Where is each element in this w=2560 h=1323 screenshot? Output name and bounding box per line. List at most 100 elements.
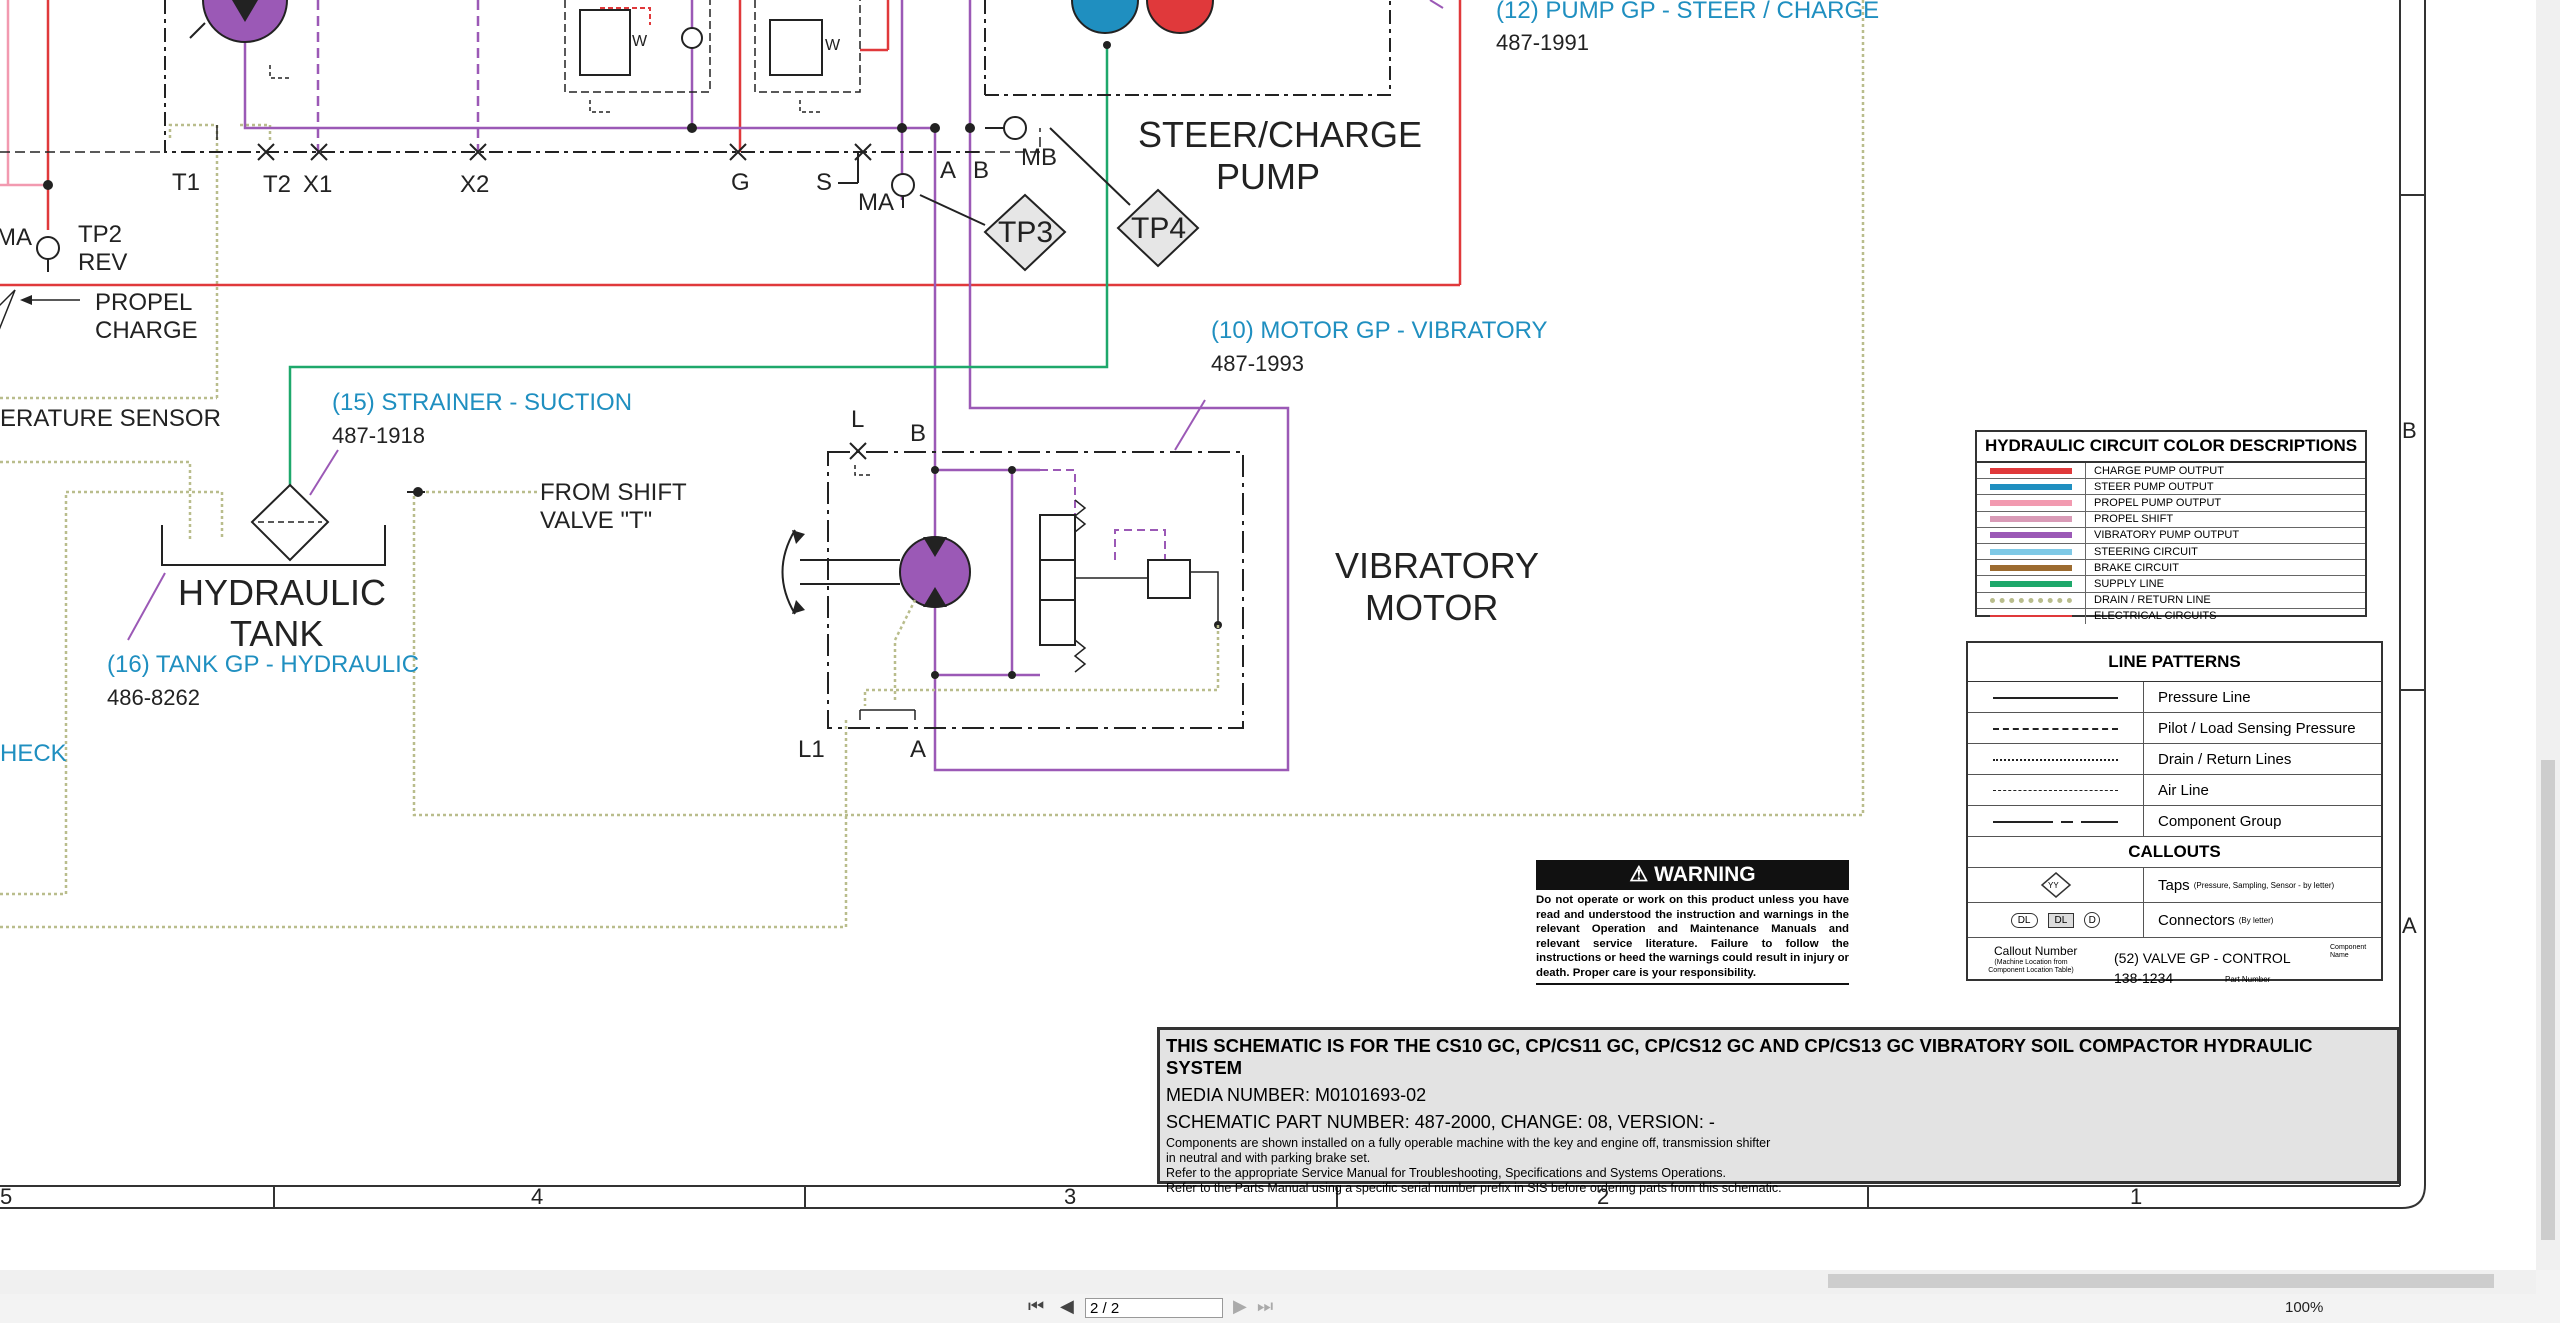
color-legend-label: DRAIN / RETURN LINE	[2094, 594, 2211, 607]
connectors-note: (By letter)	[2238, 915, 2274, 925]
first-page-button[interactable]: ⏮	[1028, 1296, 1045, 1316]
port-x1: X1	[303, 171, 333, 198]
color-legend-label: CHARGE PUMP OUTPUT	[2094, 464, 2224, 477]
color-swatch	[1990, 548, 2072, 555]
color-legend-label: VIBRATORY PUMP OUTPUT	[2094, 529, 2240, 542]
label-rev: REV	[78, 249, 128, 276]
part-number-strainer: 487-1918	[332, 423, 425, 448]
line-pattern-sample	[1993, 728, 2118, 730]
callout-number-label: Callout Number	[1994, 944, 2078, 958]
port-s: S	[816, 169, 833, 196]
pattern-legend-title: LINE PATTERNS	[1968, 643, 2381, 682]
port-x2: X2	[460, 171, 490, 198]
color-swatch	[1990, 516, 2072, 523]
callout-heck: HECK	[0, 740, 67, 767]
color-swatch	[1990, 467, 2072, 474]
color-legend-label: ELECTRICAL CIRCUITS	[2094, 610, 2217, 623]
part-number-pump: 487-1991	[1496, 30, 1589, 55]
callout-example-text: (52) VALVE GP - CONTROL	[2114, 950, 2291, 966]
port-b-motor: B	[910, 420, 927, 447]
zone-5: 5	[0, 1184, 13, 1209]
port-t2: T2	[263, 171, 292, 198]
note-line-3: Refer to the appropriate Service Manual …	[1166, 1166, 1727, 1180]
color-swatch	[1990, 580, 2072, 587]
page-number-input[interactable]: 2 / 2	[1085, 1298, 1223, 1318]
color-legend-row: BRAKE CIRCUIT	[1977, 560, 2365, 577]
warning-box: ⚠ WARNING Do not operate or work on this…	[1536, 860, 1849, 985]
part-example-text: 138-1234	[2114, 970, 2174, 986]
note-line-2: in neutral and with parking brake set.	[1166, 1151, 1371, 1165]
color-legend-title: HYDRAULIC CIRCUIT COLOR DESCRIPTIONS	[1977, 432, 2365, 463]
prev-page-button[interactable]: ◀	[1060, 1296, 1074, 1316]
part-number-tank: 486-8262	[107, 685, 200, 710]
tap-tp3: TP3	[998, 216, 1054, 249]
zone-1: 1	[2130, 1184, 2143, 1209]
color-legend-row: SUPPLY LINE	[1977, 576, 2365, 593]
next-page-button[interactable]: ▶	[1233, 1296, 1247, 1316]
pattern-legend-row: Component Group	[1968, 806, 2381, 837]
vertical-scrollbar[interactable]	[2536, 0, 2560, 1294]
pattern-legend-label: Pressure Line	[2158, 688, 2251, 706]
taps-row: YY Taps (Pressure, Sampling, Sensor - by…	[1968, 868, 2381, 903]
color-legend: HYDRAULIC CIRCUIT COLOR DESCRIPTIONS CHA…	[1975, 430, 2367, 624]
port-g: G	[731, 169, 750, 196]
callout-example: Callout Number (Machine Location from Co…	[1968, 938, 2381, 998]
connectors-label: Connectors	[2158, 911, 2235, 929]
warning-icon: ⚠	[1629, 863, 1649, 886]
schematic-part-number: SCHEMATIC PART NUMBER: 487-2000, CHANGE:…	[1166, 1112, 1715, 1132]
color-swatch	[1990, 597, 2072, 603]
pattern-legend-row: Pilot / Load Sensing Pressure	[1968, 713, 2381, 744]
port-t1: T1	[172, 169, 201, 196]
color-legend-row: STEERING CIRCUIT	[1977, 543, 2365, 561]
connector-d-circle: D	[2084, 912, 2101, 928]
color-legend-row: PROPEL PUMP OUTPUT	[1977, 495, 2365, 512]
label-w2: W	[825, 37, 841, 54]
color-legend-row: ELECTRICAL CIRCUITS	[1977, 608, 2365, 624]
color-swatch	[1990, 564, 2072, 571]
pattern-legend-label: Drain / Return Lines	[2158, 750, 2292, 768]
vertical-scroll-thumb[interactable]	[2541, 760, 2555, 1240]
last-page-button[interactable]: ⏭	[1257, 1296, 1274, 1316]
color-legend-label: PROPEL SHIFT	[2094, 513, 2174, 526]
pattern-legend-row: Drain / Return Lines	[1968, 744, 2381, 775]
schematic-drawing	[0, 0, 2426, 1209]
warning-text: Do not operate or work on this product u…	[1536, 890, 1849, 985]
label-pump: PUMP	[1216, 156, 1321, 197]
label-temp-sensor: ERATURE SENSOR	[0, 405, 221, 432]
pattern-legend-label: Air Line	[2158, 781, 2209, 799]
port-b: B	[973, 157, 990, 184]
schematic-canvas	[0, 0, 2426, 1209]
line-pattern-sample	[1993, 697, 2118, 699]
callout-number-note: (Machine Location from Component Locatio…	[1988, 959, 2074, 974]
label-valve-t: VALVE "T"	[540, 507, 653, 534]
border-line	[0, 1184, 2426, 1209]
tap-tp4: TP4	[1131, 212, 1187, 245]
port-l: L	[851, 406, 865, 433]
label-vibratory: VIBRATORY	[1335, 545, 1540, 586]
color-legend-label: SUPPLY LINE	[2094, 577, 2164, 590]
color-swatch	[1990, 483, 2072, 490]
callout-tank-gp: (16) TANK GP - HYDRAULIC	[107, 651, 420, 678]
tap-symbol: YY	[2048, 880, 2059, 890]
port-l1: L1	[798, 736, 825, 763]
horizontal-scroll-thumb[interactable]	[1828, 1274, 2494, 1288]
label-steer-charge: STEER/CHARGE	[1138, 114, 1423, 155]
part-number-label: Part Number	[2225, 975, 2271, 984]
pattern-legend-label: Pilot / Load Sensing Pressure	[2158, 719, 2356, 737]
label-charge: CHARGE	[95, 317, 198, 344]
label-hydraulic: HYDRAULIC	[178, 572, 387, 613]
connector-dl-box: DL	[2047, 912, 2075, 928]
port-a-motor: A	[910, 736, 927, 763]
title-block-heading: THIS SCHEMATIC IS FOR THE CS10 GC, CP/CS…	[1166, 1035, 2313, 1078]
zoom-level[interactable]: 100%	[2285, 1299, 2324, 1316]
zone-4: 4	[531, 1184, 544, 1209]
note-line-1: Components are shown installed on a full…	[1166, 1136, 1771, 1150]
color-legend-row: STEER PUMP OUTPUT	[1977, 479, 2365, 496]
taps-label: Taps	[2158, 876, 2190, 894]
horizontal-scrollbar[interactable]	[0, 1270, 2536, 1294]
color-legend-row: VIBRATORY PUMP OUTPUT	[1977, 527, 2365, 544]
line-pattern-sample	[1993, 790, 2118, 791]
media-number: MEDIA NUMBER: M0101693-02	[1166, 1085, 1427, 1105]
color-legend-row: DRAIN / RETURN LINE	[1977, 592, 2365, 609]
